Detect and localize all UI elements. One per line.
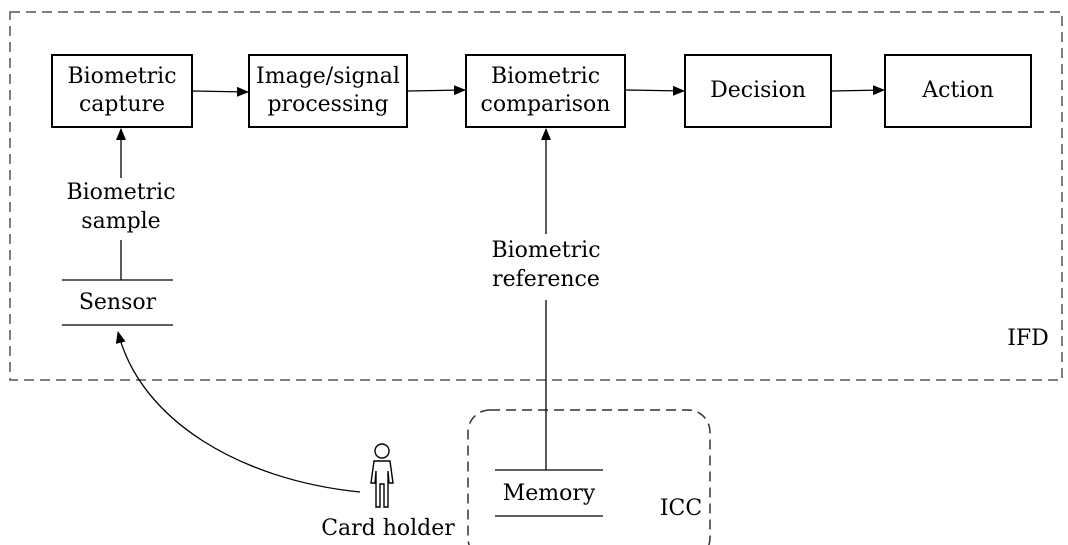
- comparison-line-1: Biometric: [490, 64, 601, 89]
- processing-line-1: Image/signal: [256, 64, 400, 89]
- capture-line-1: Biometric: [67, 64, 177, 89]
- comparison-line-2: comparison: [480, 92, 611, 117]
- decision-label: Decision: [710, 78, 806, 103]
- reference-line-1: Biometric: [491, 238, 601, 263]
- sensor-label: Sensor: [78, 290, 157, 315]
- person-icon: [370, 443, 394, 508]
- arrow-card-holder-to-sensor: [115, 331, 361, 493]
- card-holder-label: Card holder: [321, 516, 455, 541]
- arrow-capture-to-processing: [192, 86, 249, 97]
- ifd-label: IFD: [1007, 326, 1049, 351]
- capture-line-2: capture: [78, 92, 166, 117]
- action-box: Action: [884, 54, 1032, 128]
- ifd-boundary: [9, 11, 1063, 381]
- biometric-sample-label: Biometric sample: [51, 178, 191, 236]
- arrow-processing-to-comparison: [407, 85, 466, 96]
- action-label: Action: [922, 78, 994, 103]
- biometric-capture-box: Biometric capture: [51, 54, 193, 128]
- arrow-decision-to-action: [831, 85, 885, 96]
- processing-line-2: processing: [267, 92, 389, 117]
- reference-line-2: reference: [492, 267, 600, 292]
- memory-label: Memory: [502, 481, 596, 506]
- arrow-comparison-to-decision: [625, 85, 685, 96]
- sample-line-1: Biometric: [66, 180, 176, 205]
- icc-label: ICC: [659, 496, 703, 521]
- biometric-comparison-box: Biometric comparison: [465, 54, 626, 128]
- sample-line-2: sample: [81, 209, 161, 234]
- biometric-reference-label: Biometric reference: [476, 236, 616, 294]
- image-signal-processing-box: Image/signal processing: [248, 54, 408, 128]
- decision-box: Decision: [684, 54, 832, 128]
- icc-boundary: [467, 409, 711, 545]
